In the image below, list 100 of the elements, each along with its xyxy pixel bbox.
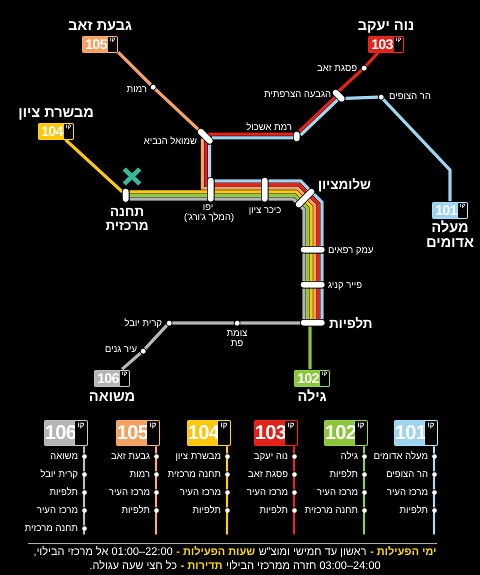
route-line — [292, 494, 296, 508]
destination-label: מבשרת ציון — [18, 104, 94, 120]
route-number: 105 — [85, 37, 107, 52]
stop-label: פסגת זאב — [248, 468, 288, 480]
stop-label: תלפיות — [399, 504, 428, 516]
route-line — [82, 476, 86, 490]
route-line — [268, 190, 302, 198]
route-line — [268, 186, 305, 196]
stop-label: מרכז העיר — [36, 504, 78, 516]
route-line — [154, 476, 158, 490]
route-line — [306, 288, 310, 320]
route-line — [82, 530, 86, 534]
route-line — [292, 512, 296, 534]
route-line — [144, 324, 168, 350]
route-line — [154, 512, 158, 534]
route-line — [432, 494, 436, 508]
route-line — [320, 254, 324, 282]
stop-label: מרכז העיר — [386, 486, 428, 498]
route-line — [214, 194, 262, 197]
station-label: הר הצופים — [388, 90, 431, 102]
route-line — [200, 138, 208, 190]
destination-label: משואה — [88, 388, 136, 404]
route-line — [240, 321, 300, 325]
stop-label: תלפיות — [121, 504, 150, 516]
route-line — [204, 142, 208, 186]
route-line — [432, 476, 436, 490]
route-number: 102 — [297, 371, 319, 386]
destination-label: נוה יעקב — [358, 18, 414, 34]
station-label: פייר קניג — [328, 280, 362, 290]
destination-label: מעלה אדומים — [426, 220, 474, 250]
station-label: כיכר ציון — [248, 204, 282, 216]
stop-label: מרכז העיר — [246, 486, 288, 498]
route-line — [212, 136, 294, 140]
route-line — [364, 52, 380, 67]
route-line — [302, 203, 310, 246]
route-line — [362, 512, 366, 534]
route-line — [82, 512, 86, 526]
footer-heading: שעות הפעילות - — [176, 546, 256, 558]
stop-label: תלפיות — [259, 504, 288, 516]
footer-text: 22:00–01:00 אל מרכזי הבילוי, — [34, 546, 173, 558]
route-line — [226, 494, 228, 508]
stop-label: משואה — [50, 450, 78, 462]
route-line — [306, 254, 310, 282]
route-line — [292, 458, 296, 472]
station-label: שמואל הנביא — [144, 136, 197, 146]
route-number: 101 — [394, 423, 426, 444]
stop-label: גבעת זאב — [111, 450, 150, 462]
stop-label: גילה — [340, 450, 358, 462]
route-number: 102 — [324, 423, 356, 444]
route-line — [214, 183, 262, 186]
route-line — [172, 321, 234, 325]
footer-text: 24:00–03:00 חזרה ממרכזי הבילוי — [226, 560, 381, 572]
route-line — [346, 96, 378, 100]
route-line — [154, 88, 200, 131]
route-line — [117, 51, 152, 86]
route-line — [432, 512, 436, 534]
stop-label: תחנה מרכזית — [304, 504, 358, 516]
station-label: פסגת זאב — [317, 62, 357, 74]
route-line — [82, 458, 86, 472]
route-line — [432, 458, 436, 472]
stop-label: תחנה מרכזית — [24, 522, 78, 534]
stop-label: תלפיות — [329, 468, 358, 480]
route-line — [214, 186, 262, 190]
route-line — [312, 193, 324, 246]
route-line — [362, 458, 366, 472]
route-number: 104 — [188, 423, 220, 444]
station-label: שלומציון — [318, 176, 371, 192]
station-label: תלפיות — [328, 316, 372, 330]
route-line — [302, 288, 306, 320]
route-line — [338, 68, 363, 92]
route-line — [268, 179, 310, 190]
route-line — [310, 288, 313, 320]
station-label: תחנה מרכזית — [105, 204, 149, 233]
route-line — [268, 183, 308, 193]
station-label: (המלך ג'ורג') — [184, 212, 234, 223]
stop-label: מעלה אדומים — [374, 450, 428, 462]
destination-label: גבעת זאב — [68, 18, 132, 34]
route-line — [226, 476, 228, 490]
route-number: 106 — [44, 423, 76, 444]
route-line — [226, 512, 228, 534]
route-line — [226, 458, 228, 472]
stop-label: מבשרת ציון — [175, 450, 221, 462]
route-line — [208, 132, 294, 136]
station-label: רמת אשכול — [246, 122, 292, 132]
station-label: הגבעה הצרפתית — [264, 89, 331, 100]
route-line — [214, 179, 262, 183]
route-line — [305, 200, 313, 246]
route-line — [310, 196, 320, 246]
station-label: עמק רפאים — [328, 244, 374, 256]
route-number: 104 — [41, 124, 63, 138]
route-line — [292, 476, 296, 490]
stop-label: תלפיות — [192, 504, 221, 516]
route-line — [362, 476, 366, 490]
station-label: צומת פת — [226, 328, 248, 349]
route-line — [208, 144, 212, 178]
stop-label: תלפיות — [49, 486, 78, 498]
station-label: רמות — [126, 84, 147, 96]
destination-label: גילה — [297, 388, 327, 404]
station-label: יפו — [202, 202, 214, 213]
route-number: 105 — [116, 423, 148, 444]
